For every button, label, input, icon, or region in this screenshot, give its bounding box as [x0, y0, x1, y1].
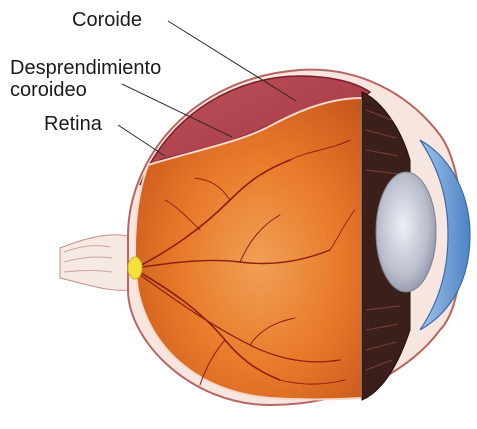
optic-disc: [128, 257, 142, 279]
label-desprendimiento-line2: coroideo: [10, 79, 87, 101]
label-coroide: Coroide: [72, 9, 142, 31]
label-desprendimiento-line1: Desprendimiento: [10, 57, 161, 79]
lens: [376, 172, 436, 292]
optic-nerve: [60, 235, 128, 291]
leader-retina: [118, 125, 165, 156]
label-retina: Retina: [44, 113, 102, 135]
